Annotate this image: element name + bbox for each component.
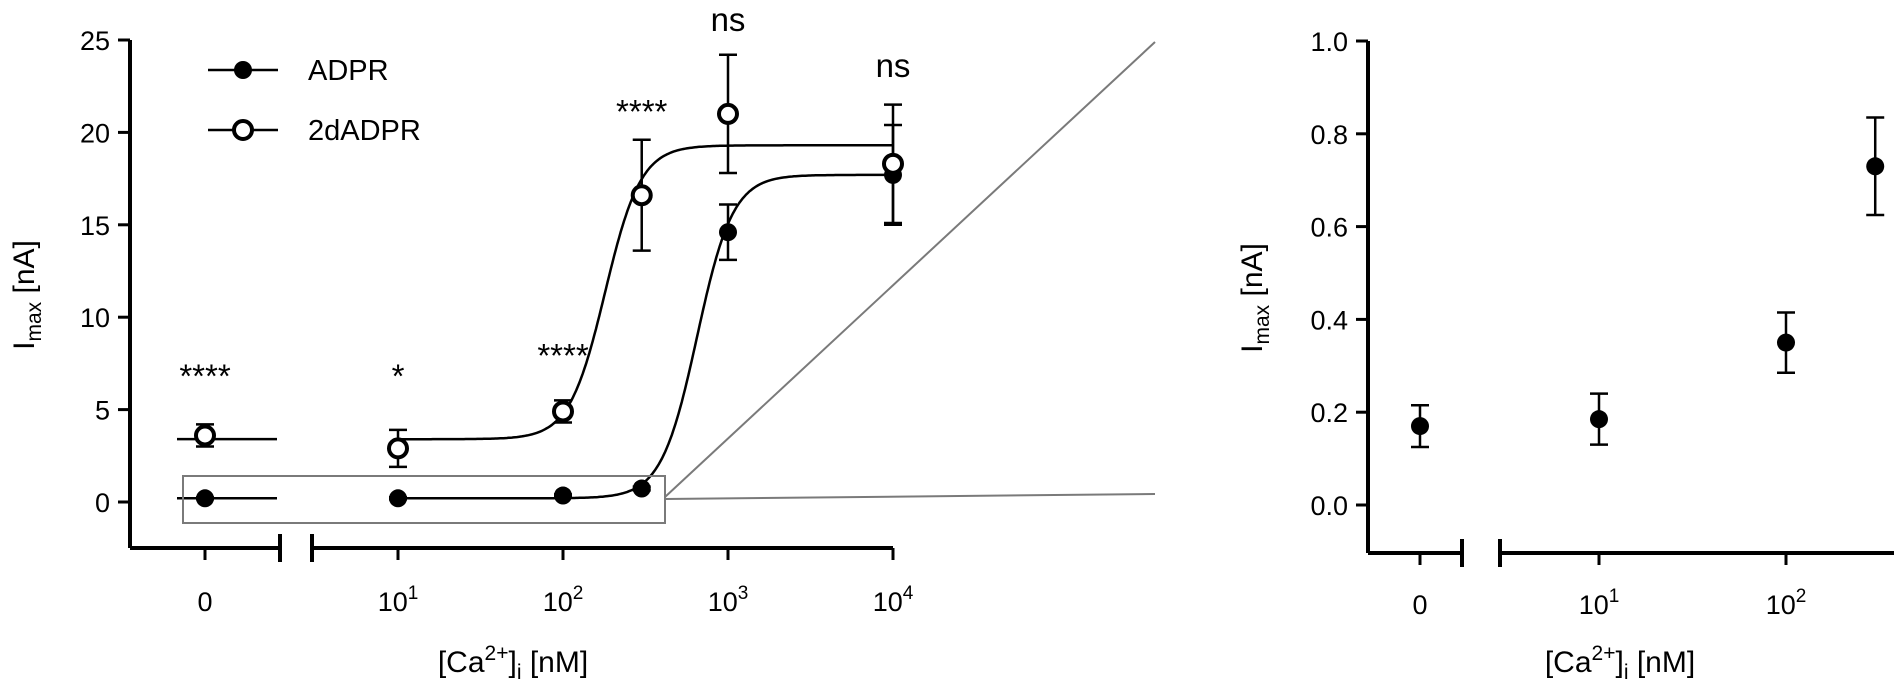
- x-tick-exp: 3: [738, 583, 749, 604]
- y-tick-label: 5: [95, 396, 110, 426]
- data-point-adpr: [196, 489, 214, 508]
- data-point-adpr: [1777, 333, 1795, 352]
- y-tick-label: 0.0: [1310, 491, 1348, 521]
- x-tick-base: 0: [197, 587, 212, 617]
- data-point-adpr: [719, 223, 737, 242]
- y-axis-label: Imax [nA]: [1236, 243, 1274, 353]
- x-tick-label: 102: [1766, 586, 1807, 620]
- x-axis-label-text: [Ca: [438, 646, 485, 679]
- y-tick-label: 0: [95, 488, 110, 518]
- x-axis-label: [Ca2+]i [nM]: [438, 642, 588, 684]
- significance-label: ns: [876, 47, 911, 84]
- significance-label: *: [392, 357, 405, 394]
- x-axis-label-text: ]: [1615, 646, 1623, 679]
- x-tick-exp: 4: [903, 583, 914, 604]
- y-tick-label: 10: [80, 303, 110, 333]
- significance-label: ****: [179, 357, 231, 394]
- zoom-connector: [664, 41, 1156, 500]
- x-tick-label: 103: [708, 583, 749, 617]
- x-tick-base: 10: [543, 587, 573, 617]
- legend-label: 2dADPR: [308, 115, 421, 147]
- data-point-2dadpr: [717, 102, 739, 125]
- x-axis-label-text: [nM]: [1628, 646, 1695, 679]
- x-axis-label-text: ]: [508, 646, 516, 679]
- y-axis-label-sub: max: [23, 301, 46, 341]
- x-axis-label-text: [nM]: [521, 646, 588, 679]
- x-axis-label-sub: i: [517, 661, 522, 684]
- x-tick-base: 10: [708, 587, 738, 617]
- legend-label: ADPR: [308, 55, 389, 87]
- y-axis-label-text: [nA]: [8, 240, 41, 302]
- y-axis-label-text: I: [1236, 345, 1269, 353]
- x-axis-label-sub: i: [1624, 661, 1629, 684]
- legend-marker-adpr: [234, 61, 252, 79]
- y-tick-label: 0.8: [1310, 120, 1348, 150]
- y-axis-label: Imax [nA]: [8, 240, 46, 350]
- data-point-adpr: [1411, 417, 1429, 436]
- data-point-2dadpr: [552, 400, 574, 423]
- connector-line: [664, 41, 1156, 498]
- x-axis-label: [Ca2+]i [nM]: [1545, 642, 1695, 684]
- data-point-2dadpr: [882, 152, 904, 175]
- x-tick-base: 10: [1766, 590, 1796, 620]
- x-tick-exp: 1: [1609, 586, 1620, 607]
- zoom-box: [182, 475, 666, 524]
- significance-label: ****: [616, 93, 668, 130]
- x-tick-exp: 1: [408, 583, 419, 604]
- y-axis-label-sub: max: [1251, 304, 1274, 344]
- data-point-adpr: [1866, 157, 1885, 176]
- x-tick-label: 101: [1579, 586, 1620, 620]
- y-tick-label: 25: [80, 26, 110, 56]
- fit-curve: [398, 173, 893, 500]
- x-tick-exp: 2: [1796, 586, 1807, 607]
- y-tick-label: 1.0: [1310, 27, 1348, 57]
- data-point-adpr: [554, 486, 572, 505]
- y-axis-label-text: [nA]: [1236, 243, 1269, 305]
- x-tick-base: 10: [873, 587, 903, 617]
- data-point-adpr: [389, 489, 407, 508]
- x-tick-base: 10: [1579, 590, 1609, 620]
- x-tick-label: 104: [873, 583, 914, 617]
- x-tick-exp: 2: [573, 583, 584, 604]
- y-tick-label: 0.2: [1310, 398, 1348, 428]
- data-point-adpr: [632, 479, 651, 498]
- x-tick-base: 0: [1412, 590, 1427, 620]
- x-axis-label-sup: 2+: [485, 642, 509, 665]
- data-point-2dadpr: [194, 424, 216, 447]
- x-tick-label: 0: [1412, 590, 1427, 620]
- x-axis-label-sup: 2+: [1592, 642, 1616, 665]
- x-tick-label: 101: [378, 583, 419, 617]
- x-axis-label-text: [Ca: [1545, 646, 1592, 679]
- y-axis-label-text: I: [8, 342, 41, 350]
- connector-line: [664, 493, 1156, 500]
- data-point-2dadpr: [630, 184, 653, 207]
- y-tick-label: 15: [80, 211, 110, 241]
- data-point-adpr: [1590, 410, 1608, 429]
- significance-label: ****: [537, 337, 589, 374]
- fit-curve: [398, 144, 893, 441]
- legend-marker-2dadpr: [232, 119, 254, 141]
- x-tick-label: 0: [197, 587, 212, 617]
- significance-label: ns: [711, 1, 746, 38]
- data-point-2dadpr: [387, 437, 409, 460]
- x-tick-label: 102: [543, 583, 584, 617]
- y-tick-label: 20: [80, 118, 110, 148]
- y-tick-label: 0.4: [1310, 305, 1348, 335]
- x-tick-base: 10: [378, 587, 408, 617]
- y-tick-label: 0.6: [1310, 213, 1348, 243]
